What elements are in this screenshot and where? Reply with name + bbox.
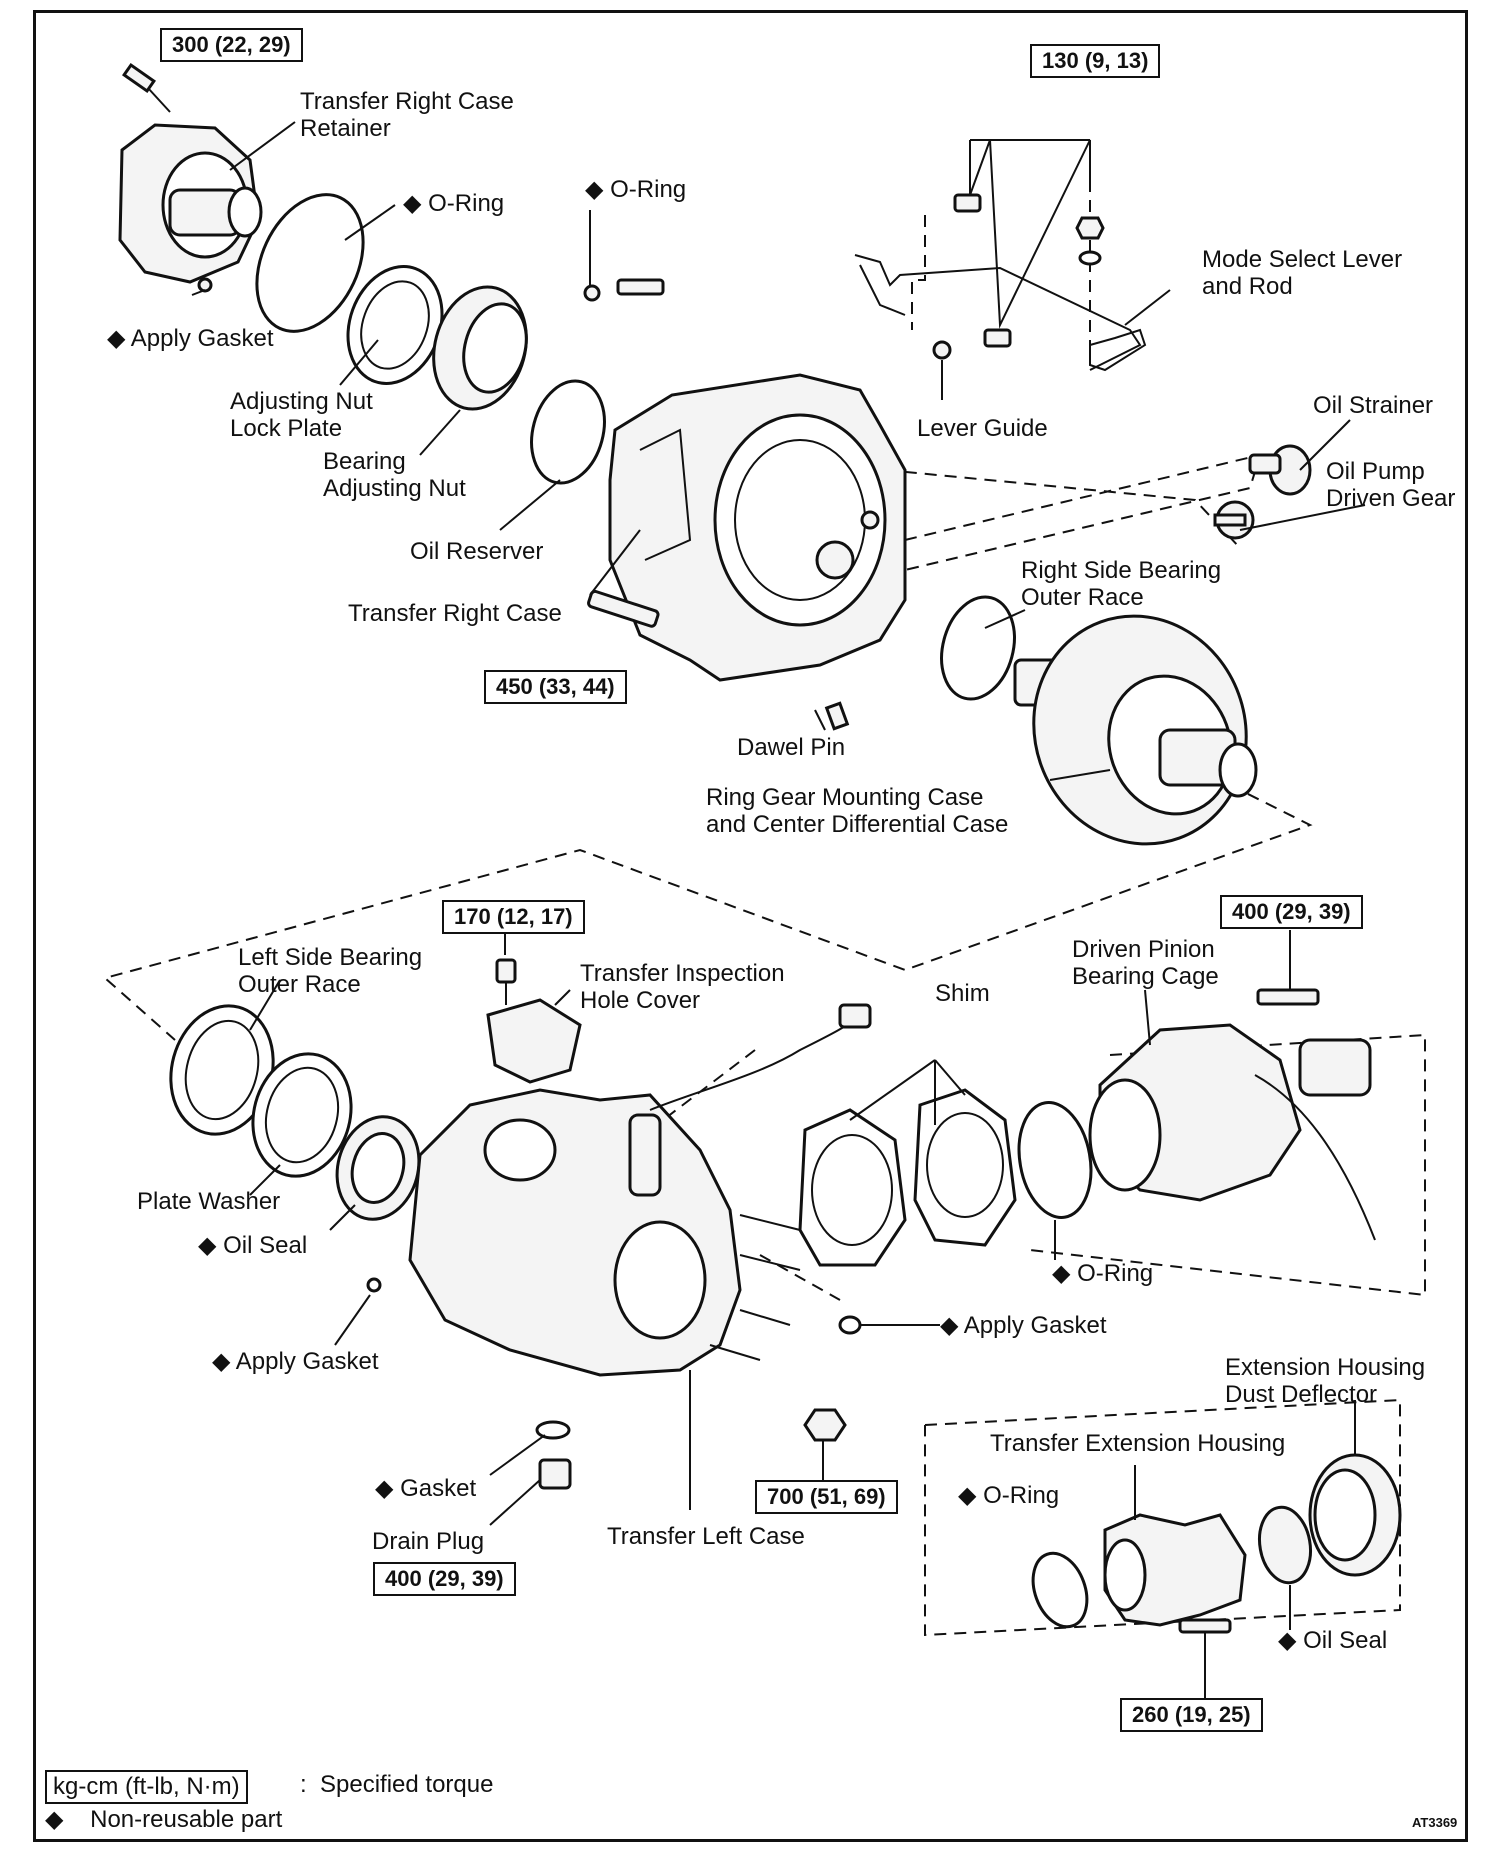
inspection-hole-cover (486, 958, 582, 1084)
o-ring-pinion (1017, 1101, 1093, 1219)
transfer-right-case (608, 373, 907, 682)
leader-lines (191, 121, 1366, 1700)
label-shim: Shim (935, 980, 990, 1007)
diagram-frame (33, 10, 1468, 1842)
plug-700 (803, 1408, 847, 1442)
oil-reserver (530, 379, 606, 485)
torque-700: 700 (51, 69) (755, 1480, 898, 1514)
left-bearing-washers (169, 1004, 421, 1293)
apply-gasket-case (838, 1315, 862, 1335)
label-oil-seal-1: ◆ Oil Seal (198, 1232, 308, 1259)
label-dust-deflector: Extension Housing Dust Deflector (1225, 1354, 1426, 1408)
label-o-ring-2: ◆ O-Ring (585, 176, 687, 203)
extension-housing (1103, 1513, 1247, 1634)
o-ring-extension (1031, 1551, 1089, 1629)
oil-pump-parts (1213, 444, 1312, 540)
right-side-bearing-race (940, 595, 1016, 701)
dawel-pin (824, 701, 850, 731)
drain-plug (535, 1420, 572, 1490)
label-transfer-right-case: Transfer Right Case (348, 600, 562, 627)
label-oil-strainer: Oil Strainer (1313, 392, 1434, 419)
transfer-left-case (408, 1003, 872, 1377)
torque-260: 260 (19, 25) (1120, 1698, 1263, 1732)
label-o-ring-4: ◆ O-Ring (958, 1482, 1060, 1509)
dust-deflector (1308, 1453, 1402, 1577)
right-case-retainer (118, 62, 263, 284)
label-driven-pinion: Driven Pinion Bearing Cage (1072, 936, 1219, 990)
label-ring-gear-case: Ring Gear Mounting Case and Center Diffe… (706, 784, 1009, 838)
label-mode-select-lever: Mode Select Lever and Rod (1202, 246, 1403, 300)
label-oil-seal-2: ◆ Oil Seal (1278, 1627, 1388, 1654)
mode-select-lever (854, 139, 1147, 372)
label-drain-plug: Drain Plug (372, 1528, 485, 1555)
label-oil-pump-driven-gear: Oil Pump Driven Gear (1326, 458, 1456, 512)
label-transfer-left-case: Transfer Left Case (607, 1523, 805, 1550)
torque-130: 130 (9, 13) (1030, 44, 1161, 78)
torque-400-drain: 400 (29, 39) (373, 1562, 516, 1596)
label-o-ring-3: ◆ O-Ring (1052, 1260, 1154, 1287)
label-right-case-retainer: Transfer Right Case Retainer (300, 88, 514, 142)
driven-pinion-cage (1088, 988, 1376, 1241)
ring-gear-assembly (1013, 614, 1258, 846)
bolt-450 (587, 589, 660, 628)
o-ring-retainer (255, 193, 365, 333)
label-inspection-cover: Transfer Inspection Hole Cover (580, 960, 785, 1014)
label-bearing-adjusting-nut: Bearing Adjusting Nut (323, 448, 466, 502)
bearing-adjusting-nut (432, 285, 528, 411)
label-oil-reserver: Oil Reserver (410, 538, 544, 565)
label-dawel-pin: Dawel Pin (737, 734, 846, 761)
label-apply-gasket-3: ◆ Apply Gasket (212, 1348, 379, 1375)
label-gasket: ◆ Gasket (375, 1475, 477, 1502)
torque-300: 300 (22, 29) (160, 28, 303, 62)
legend-torque-unit: kg-cm (ft-lb, N·m) (45, 1770, 248, 1804)
apply-gasket-dot (197, 277, 213, 293)
shims (798, 1088, 1017, 1267)
legend-nonreusable: ◆ Non-reusable part (45, 1806, 283, 1833)
torque-400-pinion: 400 (29, 39) (1220, 895, 1363, 929)
legend-torque-desc: : Specified torque (300, 1771, 494, 1798)
label-extension-housing: Transfer Extension Housing (990, 1430, 1286, 1457)
label-plate-washer: Plate Washer (137, 1188, 281, 1215)
label-right-side-bearing: Right Side Bearing Outer Race (1021, 557, 1222, 611)
label-left-side-bearing: Left Side Bearing Outer Race (238, 944, 423, 998)
figure-code: AT3369 (1412, 1815, 1458, 1830)
label-o-ring-1: ◆ O-Ring (403, 190, 505, 217)
torque-170: 170 (12, 17) (442, 900, 585, 934)
oring-bolt (583, 278, 665, 302)
label-lever-guide: Lever Guide (917, 415, 1048, 442)
label-apply-gasket-1: ◆ Apply Gasket (107, 325, 274, 352)
torque-450: 450 (33, 44) (484, 670, 627, 704)
label-adjusting-nut-lock-plate: Adjusting Nut Lock Plate (230, 388, 373, 442)
oil-seal-extension (1258, 1505, 1312, 1585)
label-apply-gasket-2: ◆ Apply Gasket (940, 1312, 1107, 1339)
